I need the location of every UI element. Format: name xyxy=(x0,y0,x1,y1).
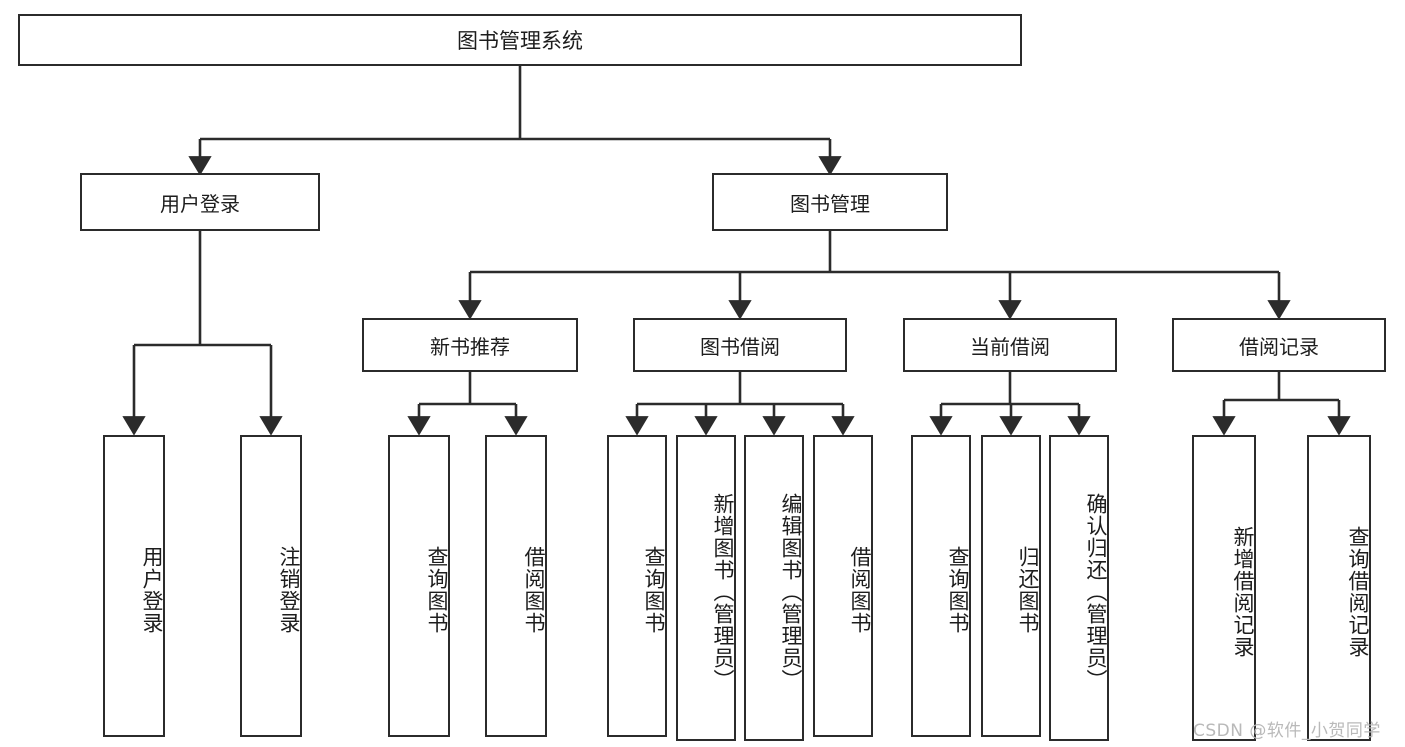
leaf-borrow-book-recommend-label: 借阅图书 xyxy=(522,546,546,634)
node-current-borrow[interactable]: 当前借阅 xyxy=(903,318,1117,372)
node-borrow-record[interactable]: 借阅记录 xyxy=(1172,318,1386,372)
node-book-management[interactable]: 图书管理 xyxy=(712,173,948,231)
leaf-borrow-book-recommend[interactable]: 借阅图书 xyxy=(485,435,547,737)
leaf-return-book-label: 归还图书 xyxy=(1016,546,1040,634)
leaf-query-book-recommend-label: 查询图书 xyxy=(425,546,449,634)
leaf-add-borrow-record-label: 新增借阅记录 xyxy=(1231,526,1255,658)
node-book-borrow-label: 图书借阅 xyxy=(700,334,780,359)
node-new-book-recommend-label: 新书推荐 xyxy=(430,334,510,359)
node-new-book-recommend[interactable]: 新书推荐 xyxy=(362,318,578,372)
leaf-query-book-borrow[interactable]: 查询图书 xyxy=(607,435,667,737)
leaf-add-book-admin[interactable]: 新增图书（管理员） xyxy=(676,435,736,741)
leaf-user-login-label: 用户登录 xyxy=(140,546,164,634)
leaf-query-book-recommend[interactable]: 查询图书 xyxy=(388,435,450,737)
leaf-query-book-current-label: 查询图书 xyxy=(946,546,970,634)
leaf-edit-book-admin[interactable]: 编辑图书（管理员） xyxy=(744,435,804,741)
leaf-return-book[interactable]: 归还图书 xyxy=(981,435,1041,737)
leaf-add-book-admin-label: 新增图书（管理员） xyxy=(711,493,735,691)
node-borrow-record-label: 借阅记录 xyxy=(1239,334,1319,359)
watermark: CSDN @软件_小贺同学 xyxy=(1193,721,1381,741)
node-book-management-label: 图书管理 xyxy=(790,191,870,216)
node-book-borrow[interactable]: 图书借阅 xyxy=(633,318,847,372)
leaf-borrow-book-label: 借阅图书 xyxy=(848,546,872,634)
leaf-edit-book-admin-label: 编辑图书（管理员） xyxy=(779,493,803,691)
node-root-label: 图书管理系统 xyxy=(457,29,583,53)
node-root[interactable]: 图书管理系统 xyxy=(18,14,1022,66)
leaf-confirm-return-admin-label: 确认归还（管理员） xyxy=(1084,493,1108,691)
leaf-user-login[interactable]: 用户登录 xyxy=(103,435,165,737)
leaf-query-book-borrow-label: 查询图书 xyxy=(642,546,666,634)
leaf-confirm-return-admin[interactable]: 确认归还（管理员） xyxy=(1049,435,1109,741)
leaf-add-borrow-record[interactable]: 新增借阅记录 xyxy=(1192,435,1256,741)
leaf-logout-label: 注销登录 xyxy=(277,546,301,634)
leaf-query-borrow-record-label: 查询借阅记录 xyxy=(1346,526,1370,658)
leaf-query-borrow-record[interactable]: 查询借阅记录 xyxy=(1307,435,1371,741)
node-user-login-label: 用户登录 xyxy=(160,191,240,216)
leaf-query-book-current[interactable]: 查询图书 xyxy=(911,435,971,737)
node-user-login[interactable]: 用户登录 xyxy=(80,173,320,231)
leaf-logout[interactable]: 注销登录 xyxy=(240,435,302,737)
node-current-borrow-label: 当前借阅 xyxy=(970,334,1050,359)
leaf-borrow-book[interactable]: 借阅图书 xyxy=(813,435,873,737)
